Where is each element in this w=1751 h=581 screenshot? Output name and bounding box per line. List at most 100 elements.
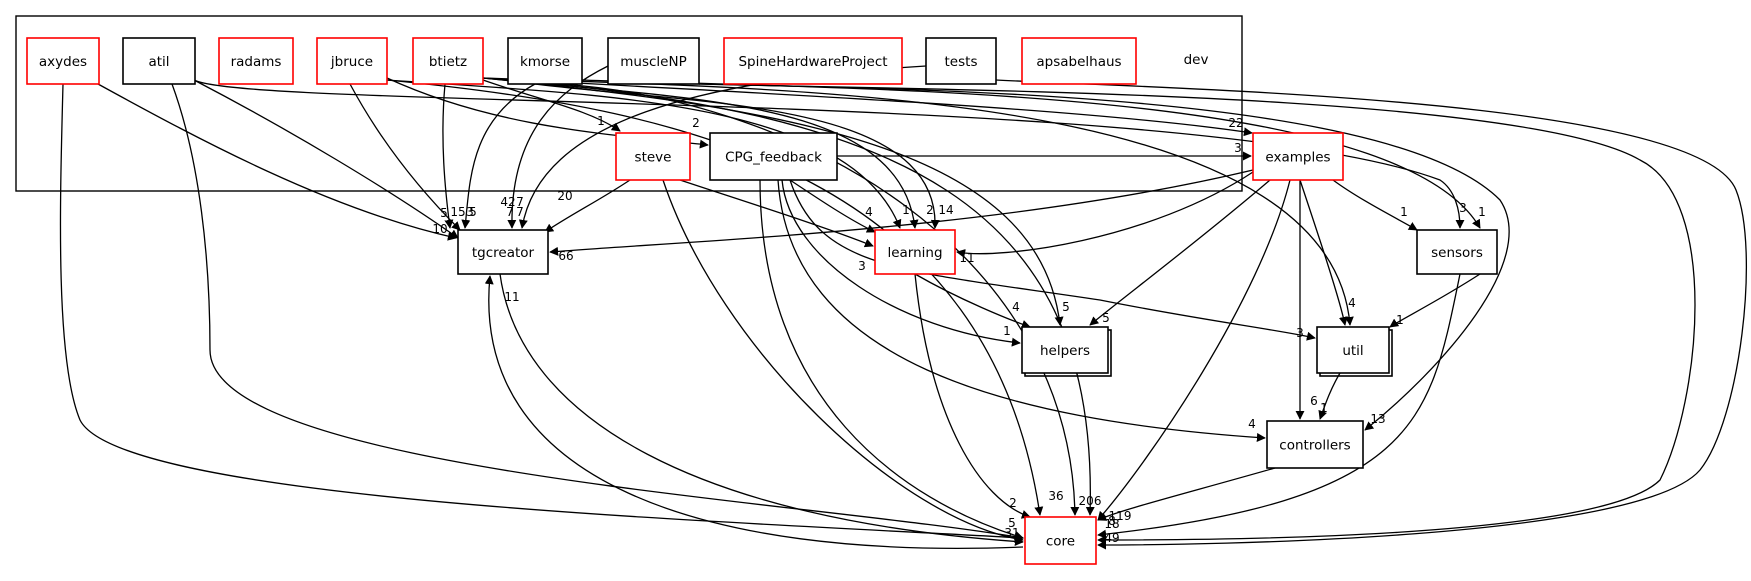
node-learning[interactable]: learning xyxy=(874,229,956,275)
edge-label-steve-to-tgcreator: 20 xyxy=(557,189,572,203)
edge-label-examples-to-core: 119 xyxy=(1109,509,1132,523)
node-btietz[interactable]: btietz xyxy=(412,37,484,85)
node-cpg[interactable]: CPG_feedback xyxy=(709,132,838,181)
node-util[interactable]: util xyxy=(1316,326,1393,377)
edge-label-muscleNP-to-core: 206 xyxy=(1079,494,1102,508)
edge-label-learning-to-helpers: 4 xyxy=(1012,300,1020,314)
edge-label-btietz-to-steve: 1 xyxy=(597,114,605,128)
node-box-muscleNP xyxy=(607,37,700,85)
node-box-atil xyxy=(122,37,196,85)
edge-sensors-to-core xyxy=(1097,273,1461,539)
edge-cpg-to-helpers xyxy=(781,179,1021,347)
edge-kmorse-to-tgcreator xyxy=(461,83,536,229)
edge-cpg-to-util xyxy=(789,179,1316,341)
edge-muscleNP-to-core xyxy=(698,83,1696,545)
node-muscleNP[interactable]: muscleNP xyxy=(607,37,700,85)
node-steve[interactable]: steve xyxy=(615,132,691,181)
edges: 1053152131252235143617206137203341346611… xyxy=(59,65,1747,550)
node-box-apsabelhaus xyxy=(1021,37,1137,85)
node-label-jbruce: jbruce xyxy=(330,54,373,70)
node-tests[interactable]: tests xyxy=(925,37,997,85)
cluster-box xyxy=(15,15,1243,192)
node-box-spine xyxy=(723,37,903,85)
node-radams[interactable]: radams xyxy=(218,37,294,85)
edge-label-kmorse-to-tgcreator: 5 xyxy=(469,205,477,219)
edge-label-examples-to-sensors: 1 xyxy=(1400,205,1408,219)
edge-label-btietz-to-examples: 22 xyxy=(1228,116,1243,130)
edge-label-kmorse-to-sensors: 1 xyxy=(1478,205,1486,219)
edge-atil-to-tgcreator xyxy=(193,79,459,239)
node-kmorse[interactable]: kmorse xyxy=(507,37,583,85)
node-box-examples xyxy=(1252,132,1344,181)
node-tgcreator[interactable]: tgcreator xyxy=(457,229,549,275)
node-label-sensors: sensors xyxy=(1431,245,1483,261)
node-box-kmorse xyxy=(507,37,583,85)
edge-jbruce-to-learning xyxy=(386,79,902,229)
node-core[interactable]: core xyxy=(1024,516,1097,565)
node-box-btietz xyxy=(412,37,484,85)
edge-examples-to-core xyxy=(1097,179,1291,521)
edge-muscleNP-to-controllers xyxy=(698,83,1510,431)
edge-label-sensors-to-core: 8 xyxy=(1108,514,1116,528)
node-examples[interactable]: examples xyxy=(1252,132,1344,181)
node-helpers[interactable]: helpers xyxy=(1021,326,1112,377)
node-jbruce[interactable]: jbruce xyxy=(316,37,388,85)
node-label-apsabelhaus: apsabelhaus xyxy=(1036,54,1121,70)
edge-label-cpg-to-controllers: 4 xyxy=(1248,417,1256,431)
edge-cpg-to-core xyxy=(759,179,1024,540)
node-label-tgcreator: tgcreator xyxy=(472,245,535,261)
edge-label-jbruce-to-cpg: 2 xyxy=(692,116,700,130)
edge-jbruce-to-tgcreator xyxy=(349,83,461,231)
edge-axydes-to-tgcreator xyxy=(97,83,457,241)
node-sensors[interactable]: sensors xyxy=(1416,229,1498,275)
edge-atil-to-sensors xyxy=(193,79,1465,229)
edge-label-muscleNP-to-controllers: 13 xyxy=(1370,412,1385,426)
edge-label-cpg-to-learning: 4 xyxy=(865,205,873,219)
node-controllers[interactable]: controllers xyxy=(1266,420,1364,469)
edge-label-examples-to-controllers: 6 xyxy=(1310,394,1318,408)
edge-sensors-to-util xyxy=(1389,273,1481,328)
node-label-util: util xyxy=(1342,343,1363,359)
edge-label-extra: 31 xyxy=(1004,526,1019,540)
node-label-kmorse: kmorse xyxy=(520,54,570,70)
edge-examples-to-sensors xyxy=(1332,179,1418,231)
edge-label-jbruce-to-tgcreator: 15 xyxy=(450,205,465,219)
node-atil[interactable]: atil xyxy=(122,37,196,85)
edge-label-core-to-tgcreator: 11 xyxy=(504,290,519,304)
node-box-axydes xyxy=(26,37,100,85)
edge-examples-to-util xyxy=(1299,179,1348,326)
edge-label-examples-to-helpers: 5 xyxy=(1102,311,1110,325)
node-apsabelhaus[interactable]: apsabelhaus xyxy=(1021,37,1137,85)
node-box-learning xyxy=(874,229,956,275)
node-label-muscleNP: muscleNP xyxy=(620,54,686,70)
edge-label-extra: 7 xyxy=(516,195,524,209)
node-label-atil: atil xyxy=(148,54,169,70)
edge-label-util-to-controllers: 1 xyxy=(1320,401,1328,415)
edge-muscleNP-to-tgcreator xyxy=(507,65,609,229)
node-box-helpers xyxy=(1021,326,1109,374)
edge-btietz-to-steve xyxy=(482,79,621,132)
cluster-label: dev xyxy=(1184,52,1209,68)
node-label-helpers: helpers xyxy=(1040,343,1090,359)
node-axydes[interactable]: axydes xyxy=(26,37,100,85)
edge-label-extra: 5 xyxy=(1008,516,1016,530)
edge-label-tests-to-tgcreator: 7 xyxy=(516,205,524,219)
node-box-core xyxy=(1024,516,1097,565)
edge-label-kmorse-to-learning: 14 xyxy=(938,203,953,217)
edge-learning-to-core xyxy=(914,273,1031,519)
edge-steve-to-core xyxy=(662,179,1024,544)
node-label-tests: tests xyxy=(945,54,978,70)
edge-tests-to-core xyxy=(995,79,1747,550)
node-label-core: core xyxy=(1046,534,1075,550)
node-label-spine: SpineHardwareProject xyxy=(738,54,887,70)
node-box-steve xyxy=(615,132,691,181)
edge-examples-to-helpers xyxy=(1089,179,1271,326)
edge-kmorse-to-core xyxy=(559,83,1080,516)
edge-examples-to-tgcreator xyxy=(549,169,1254,256)
edge-core-to-tgcreator xyxy=(484,275,1024,550)
edge-btietz-to-tgcreator xyxy=(442,83,454,229)
edge-kmorse-to-learning xyxy=(534,83,940,229)
node-spine[interactable]: SpineHardwareProject xyxy=(723,37,903,85)
